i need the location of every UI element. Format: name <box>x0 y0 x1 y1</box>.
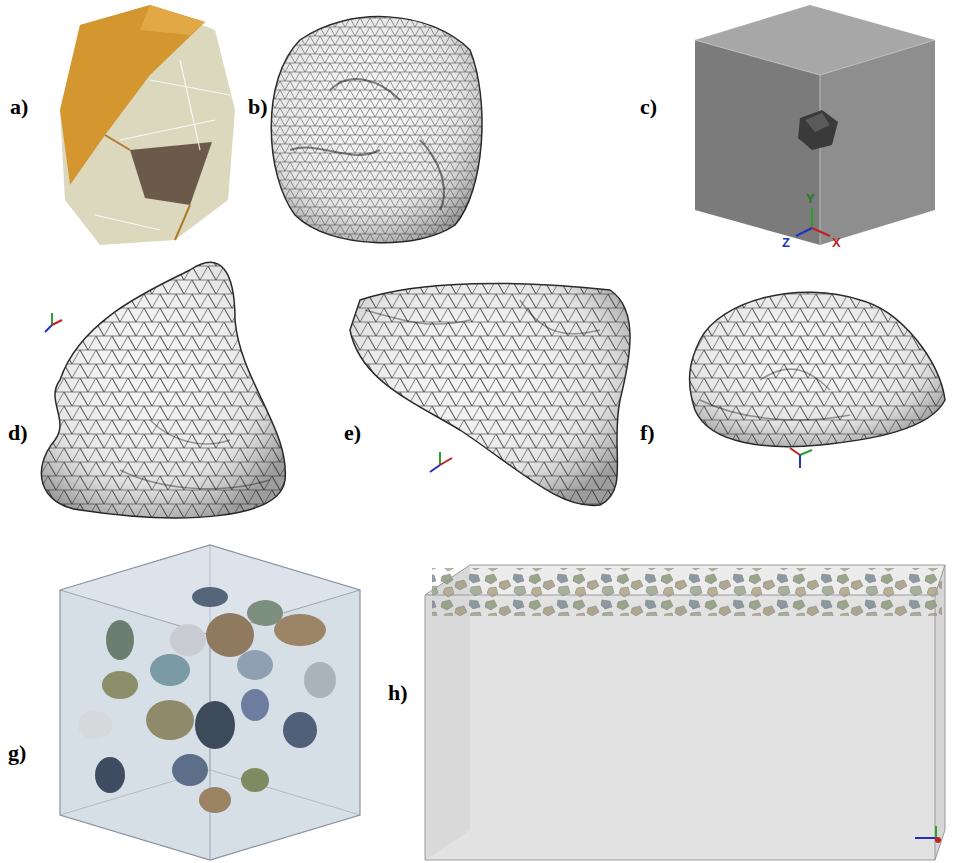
axis-label: Z <box>782 236 790 249</box>
mesh-particle <box>690 292 945 468</box>
domain-cube <box>695 5 935 245</box>
panel-label: f) <box>640 422 655 444</box>
panel-label: b) <box>248 96 268 118</box>
mesh-particle <box>41 262 285 517</box>
mesh-particle <box>271 17 482 243</box>
panel-label: c) <box>640 96 657 118</box>
panel-label: d) <box>8 422 28 444</box>
axis-label: Y <box>806 192 815 205</box>
aggregate-cube <box>60 545 360 860</box>
panel-label: e) <box>344 422 361 444</box>
aggregate-column <box>425 565 945 860</box>
panel-label: g) <box>8 742 26 764</box>
mesh-particle <box>350 283 630 505</box>
panel-label: h) <box>388 682 408 704</box>
axis-label: X <box>832 236 841 249</box>
panel-label: a) <box>10 96 28 118</box>
rock-photo <box>60 5 235 245</box>
